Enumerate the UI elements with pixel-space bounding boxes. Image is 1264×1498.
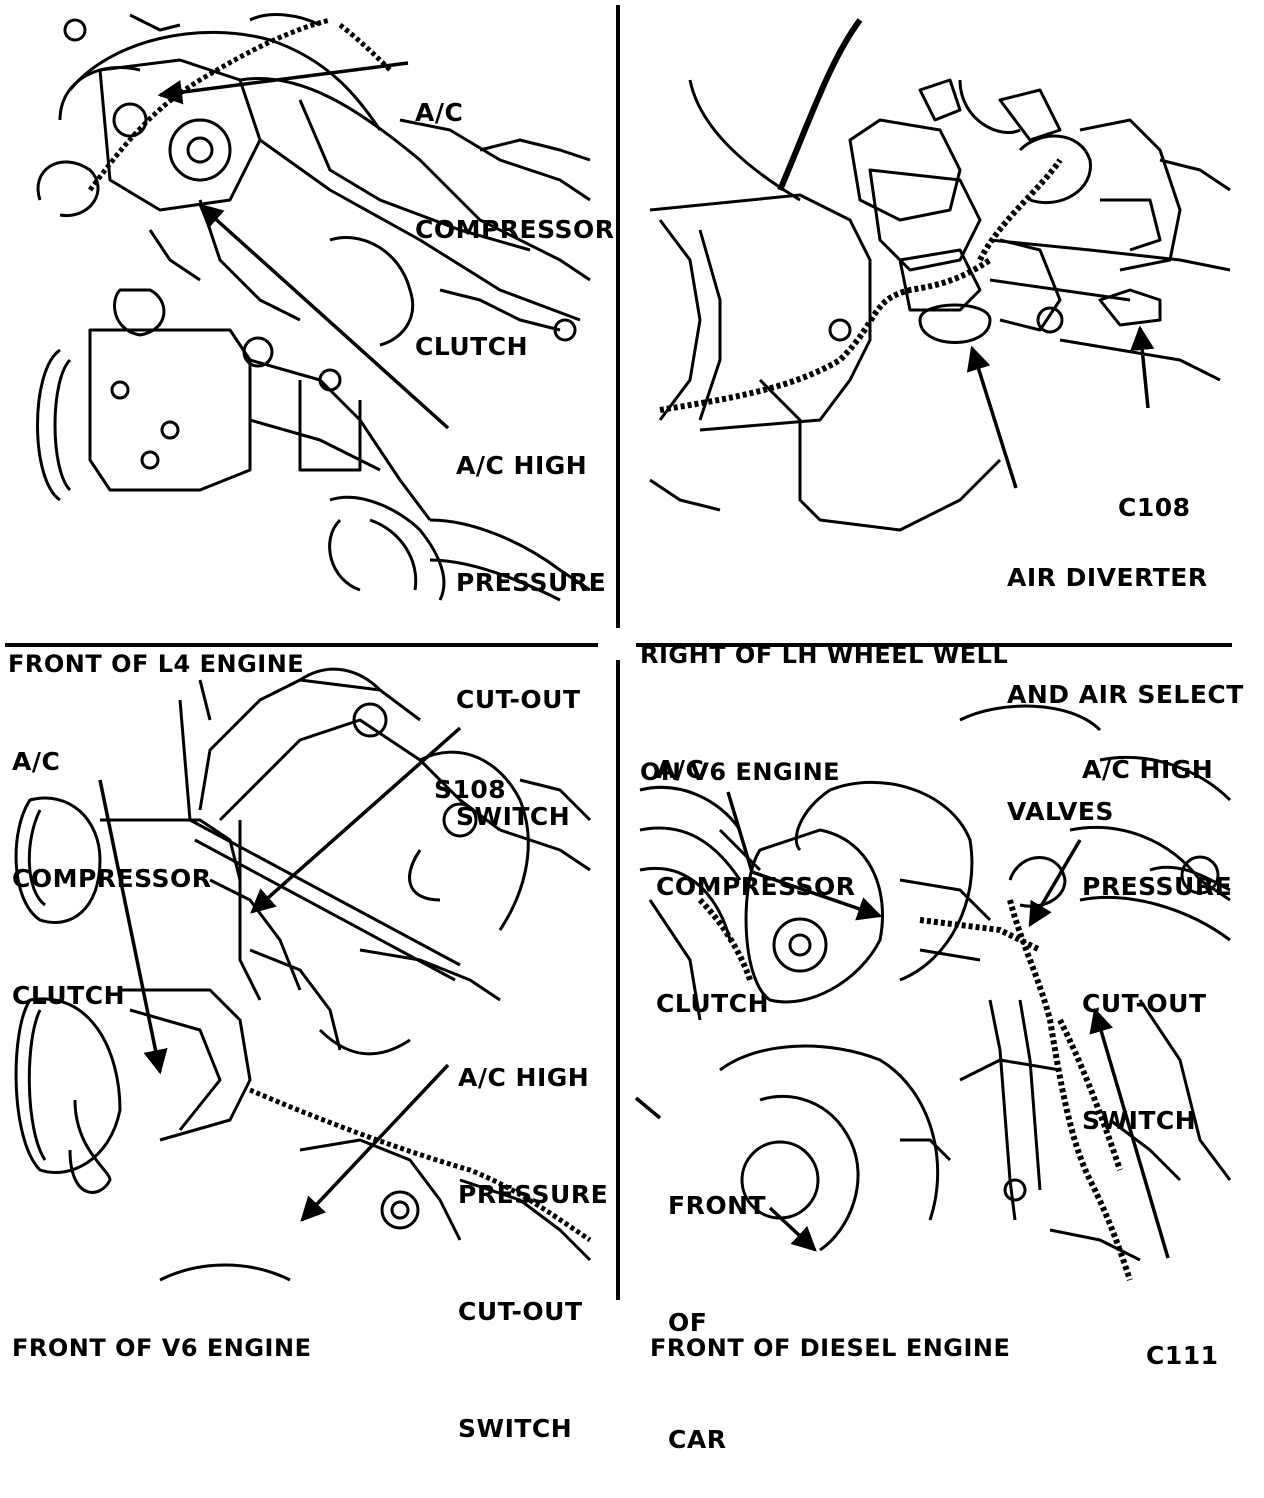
s108-label: S108 bbox=[434, 692, 506, 848]
diesel-harness bbox=[697, 897, 1133, 1281]
v6-cutout-switch-label: A/C HIGH PRESSURE CUT-OUT SWITCH bbox=[458, 980, 608, 1487]
label-line: A/C bbox=[415, 98, 464, 127]
label-line: FRONT bbox=[668, 1191, 767, 1220]
label-line: A/C bbox=[656, 755, 705, 784]
l4-engine-drawing bbox=[36, 13, 591, 602]
v6-front-caption: FRONT OF V6 ENGINE bbox=[12, 1278, 311, 1390]
label-line: PRESSURE bbox=[1082, 872, 1233, 901]
diesel-compressor-clutch-arrow-b bbox=[751, 870, 883, 921]
s108-arrow bbox=[250, 726, 462, 914]
label-line: A/C bbox=[12, 747, 61, 776]
v6-front-harness bbox=[249, 1087, 592, 1243]
label-line: A/C HIGH bbox=[1082, 755, 1214, 784]
engine-component-locator-diagram bbox=[5, 5, 1232, 1300]
v6-wheel-well-drawing bbox=[649, 18, 1231, 532]
c111-label: C111 bbox=[1146, 1258, 1219, 1414]
label-line: COMPRESSOR bbox=[12, 864, 212, 893]
v6-front-tubes bbox=[189, 818, 461, 982]
c108-arrow bbox=[1130, 325, 1155, 409]
caption-line: FRONT OF DIESEL ENGINE bbox=[650, 1334, 1011, 1362]
v6-compressor-clutch-arrow bbox=[98, 779, 168, 1075]
v6-wheel-well-harness bbox=[659, 158, 1063, 413]
c111-arrow bbox=[1089, 1007, 1170, 1259]
l4-cutout-switch-label: A/C HIGH PRESSURE CUT-OUT SWITCH bbox=[456, 368, 606, 875]
label-line: AND AIR SELECT bbox=[1007, 680, 1244, 709]
caption-line: ON V6 ENGINE bbox=[640, 758, 841, 786]
label-line: A/C HIGH bbox=[456, 451, 588, 480]
label-line: C108 bbox=[1118, 493, 1191, 522]
label-line: SWITCH bbox=[456, 802, 571, 831]
label-line: CUT-OUT bbox=[458, 1297, 583, 1326]
diesel-compressor-clutch-arrow bbox=[726, 791, 754, 873]
air-diverter-arrow bbox=[966, 345, 1018, 489]
l4-harness bbox=[88, 17, 392, 192]
caption-line: FRONT OF V6 ENGINE bbox=[12, 1334, 312, 1362]
panel-dividers bbox=[5, 5, 1232, 1300]
l4-caption: FRONT OF L4 ENGINE bbox=[8, 594, 304, 706]
diesel-caption: FRONT OF DIESEL ENGINE bbox=[650, 1278, 1010, 1390]
v6-cutout-switch-arrow bbox=[300, 1063, 450, 1222]
label-line: CUT-OUT bbox=[1082, 989, 1207, 1018]
label-line: SWITCH bbox=[458, 1414, 573, 1443]
c108-label: C108 bbox=[1118, 410, 1191, 566]
label-line: COMPRESSOR bbox=[415, 215, 615, 244]
l4-compressor-clutch-label: A/C COMPRESSOR CLUTCH bbox=[415, 15, 615, 405]
v6-front-drawing bbox=[14, 667, 592, 1282]
label-line: SWITCH bbox=[1082, 1106, 1197, 1135]
air-diverter-label: AIR DIVERTER AND AIR SELECT VALVES bbox=[1007, 480, 1244, 870]
label-line: A/C HIGH bbox=[458, 1063, 590, 1092]
v6-wheel-well-leader-lines bbox=[966, 325, 1155, 489]
diesel-cutout-switch-arrow bbox=[1028, 839, 1082, 928]
label-line: C111 bbox=[1146, 1341, 1219, 1370]
label-line: COMPRESSOR bbox=[656, 872, 856, 901]
label-line: PRESSURE bbox=[458, 1180, 609, 1209]
label-line: CLUTCH bbox=[12, 981, 126, 1010]
diesel-drawing bbox=[639, 704, 1232, 1262]
label-line: CLUTCH bbox=[415, 332, 529, 361]
diesel-cutout-switch-label: A/C HIGH PRESSURE CUT-OUT SWITCH bbox=[1082, 672, 1232, 1179]
label-line: VALVES bbox=[1007, 797, 1114, 826]
l4-leader-lines bbox=[157, 61, 450, 430]
label-line: CAR bbox=[668, 1425, 727, 1454]
diesel-compressor-clutch-label: A/C COMPRESSOR CLUTCH bbox=[656, 672, 856, 1062]
front-of-car-arrow-b bbox=[768, 1206, 817, 1252]
v6-compressor-clutch-label: A/C COMPRESSOR CLUTCH bbox=[12, 664, 212, 1054]
label-line: S108 bbox=[434, 775, 507, 804]
label-line: AIR DIVERTER bbox=[1007, 563, 1208, 592]
label-line: CLUTCH bbox=[656, 989, 770, 1018]
label-line: PRESSURE bbox=[456, 568, 607, 597]
caption-line: RIGHT OF LH WHEEL WELL bbox=[640, 641, 1009, 669]
v6-wheel-well-caption: RIGHT OF LH WHEEL WELL ON V6 ENGINE bbox=[640, 558, 1008, 831]
front-of-car-arrow-a bbox=[634, 1096, 662, 1120]
diesel-leader-lines bbox=[634, 791, 1170, 1259]
l4-cutout-switch-arrow bbox=[198, 203, 450, 430]
label-line: CUT-OUT bbox=[456, 685, 581, 714]
caption-line: FRONT OF L4 ENGINE bbox=[8, 650, 305, 678]
l4-compressor-clutch-arrow bbox=[157, 61, 409, 105]
v6-front-leader-lines bbox=[98, 726, 462, 1222]
